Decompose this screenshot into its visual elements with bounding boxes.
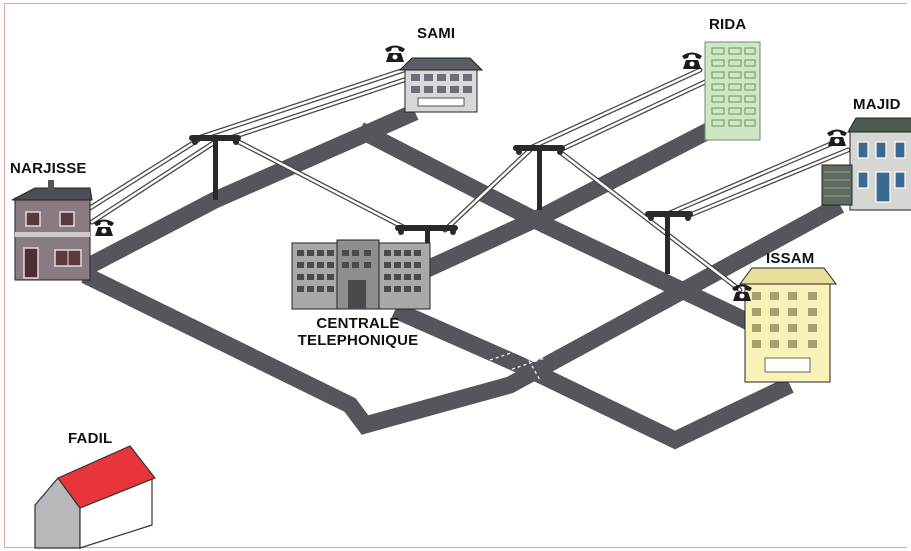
telephone-icon [732,284,752,301]
telephone-pole-icon [189,135,241,200]
label-narjisse: NARJISSE [10,160,87,177]
road-centrale-rida [421,122,714,278]
rida-building [704,41,761,141]
fadil-house [34,445,156,549]
telephone-poles [189,135,693,275]
majid-house [821,117,911,211]
label-centrale: CENTRALE TELEPHONIQUE [283,315,433,349]
label-fadil: FADIL [68,430,113,447]
telephone-icon [385,45,405,62]
diagram-frame [4,3,907,548]
label-rida: RIDA [709,16,747,33]
telephone-icon [827,129,847,146]
road-sami-issam [356,122,759,333]
label-majid: MAJID [853,96,901,113]
telephone-pole-icon [513,145,565,210]
road-narjisse-lower [81,197,845,435]
telephone-icon [94,219,114,236]
label-centrale-line2: TELEPHONIQUE [297,332,419,349]
narjisse-house [11,180,93,281]
label-centrale-line1: CENTRALE [316,315,400,332]
road-crossing-marks [489,344,546,381]
label-sami: SAMI [417,25,456,42]
telephone-exchange-icon [291,239,431,310]
telephone-cables [87,65,851,293]
telephones [94,45,847,301]
label-issam: ISSAM [766,250,815,267]
roads [81,104,845,450]
telephone-icon [682,52,702,69]
issam-building [739,267,837,383]
sami-building [398,57,484,113]
road-centrale-issam [391,302,794,450]
telephone-pole-icon [645,211,693,274]
